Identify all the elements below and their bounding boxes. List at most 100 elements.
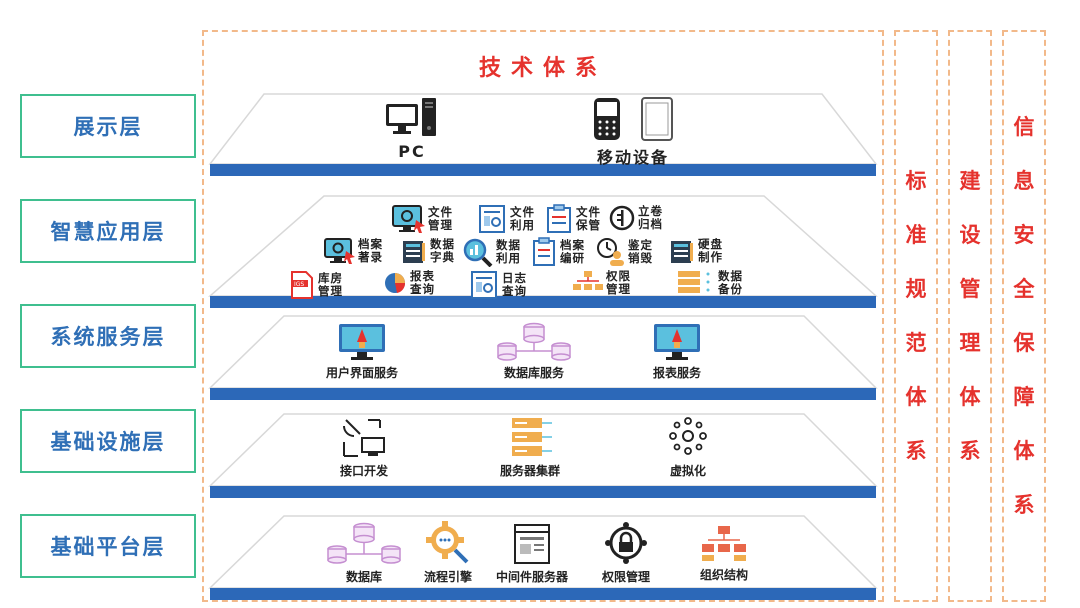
pc-item: PC (384, 96, 440, 161)
org-structure-label: 组织结构 (699, 568, 748, 582)
layer-label-infrastructure: 基础设施层 (20, 409, 196, 473)
report-service-item: 报表服务 (652, 322, 702, 381)
layer-label-smart-app: 智慧应用层 (20, 199, 196, 263)
permission-management-label: 权限管理 (602, 570, 651, 584)
report-service-label: 报表服务 (652, 366, 701, 380)
construction-management-system: 建 设 管 理 体 系 (948, 30, 992, 602)
app-report-query-l2: 查询 (410, 282, 435, 296)
app-data-dictionary: 数据字典 (400, 237, 458, 265)
app-permission-management: 权限管理 (572, 270, 634, 296)
monitor-settings-icon (324, 238, 355, 264)
app-file-usage-l1: 文件 (510, 205, 535, 219)
construction-management-char: 建 (959, 169, 981, 193)
app-file-custody: 文件保管 (544, 204, 604, 234)
app-data-dictionary-l1: 数据 (430, 237, 455, 251)
middleware-server-label: 中间件服务器 (496, 570, 569, 584)
svg-text:IGS: IGS (294, 281, 304, 288)
app-disk-production-l2: 制作 (698, 250, 723, 264)
mobile-device-icon (594, 97, 673, 141)
app-log-query-l2: 查询 (502, 284, 527, 298)
virtualization-label: 虚拟化 (669, 464, 706, 478)
database-network-icon (327, 522, 401, 564)
display-layer: PC 移动设备 (204, 92, 882, 180)
book-icon (671, 241, 693, 263)
app-data-backup-l1: 数据 (718, 269, 743, 283)
interface-dev-item: 接口开发 (340, 416, 388, 479)
monitor-rocket-icon (339, 324, 385, 360)
display-layer-shape (208, 93, 878, 176)
info-security-char: 息 (1013, 169, 1035, 193)
document-chart-icon (471, 271, 497, 299)
app-appraisal-destruction-l2: 销毁 (628, 251, 653, 265)
ui-service-item: 用户界面服务 (326, 322, 398, 381)
workflow-engine-item: 流程引擎 (424, 520, 472, 585)
app-warehouse-management: IGS 库房管理 (288, 270, 346, 300)
construction-management-char: 体 (959, 385, 981, 409)
info-security-char: 安 (1013, 223, 1035, 247)
layer-label-base-platform: 基础平台层 (20, 514, 196, 578)
virtualization-item: 虚拟化 (668, 416, 708, 479)
monitor-rocket-icon (654, 324, 700, 360)
magnifier-chart-icon (463, 238, 493, 267)
info-security-char: 保 (1013, 331, 1035, 355)
app-data-usage-l1: 数据 (496, 238, 521, 252)
app-data-usage-l2: 利用 (496, 251, 521, 265)
construction-management-char: 系 (959, 439, 981, 463)
construction-management-char: 设 (959, 223, 981, 247)
infrastructure-layer: 接口开发 服务器集群 虚拟化 (204, 412, 882, 502)
info-security-char: 系 (1013, 493, 1035, 517)
archive-filing-icon (609, 205, 635, 231)
clipboard-icon (547, 204, 571, 233)
app-data-backup-l2: 备份 (718, 282, 743, 296)
file-icon: IGS (291, 271, 313, 299)
ui-service-label: 用户界面服务 (326, 366, 399, 380)
layer-label-system-service: 系统服务层 (20, 304, 196, 368)
server-cluster-label: 服务器集群 (500, 464, 561, 478)
main-title: 技术体系 (478, 56, 607, 81)
pc-label: PC (398, 142, 426, 161)
standard-spec-char: 系 (905, 439, 927, 463)
desktop-computer-icon (386, 98, 436, 136)
app-file-usage: 文件利用 (478, 204, 538, 234)
database-label: 数据库 (345, 570, 382, 584)
clipboard-icon (533, 237, 555, 266)
app-data-backup: 数据备份 (676, 270, 746, 296)
app-report-query: 报表查询 (382, 270, 438, 296)
app-archive-cataloging: 档案著录 (324, 237, 386, 265)
app-appraisal-destruction-l1: 鉴定 (628, 238, 653, 252)
app-archive-filing-l1: 立卷 (638, 204, 663, 218)
app-warehouse-management-l2: 管理 (318, 284, 343, 298)
app-archive-filing-l2: 归档 (638, 217, 663, 231)
standard-spec-char: 体 (905, 385, 927, 409)
browser-window-icon (514, 524, 550, 564)
app-log-query: 日志查询 (470, 270, 530, 300)
construction-management-char: 管 (959, 277, 981, 301)
app-archive-cataloging-l1: 档案 (358, 237, 383, 251)
app-archive-filing: 立卷归档 (608, 204, 666, 232)
app-archive-cataloging-l2: 著录 (358, 250, 383, 264)
app-disk-production: 硬盘制作 (668, 237, 726, 265)
mobile-device-label: 移动设备 (596, 148, 669, 167)
app-log-query-l1: 日志 (502, 271, 527, 285)
permission-management-item: 权限管理 (602, 520, 650, 585)
system-service-layer: 用户界面服务 数据库服务 报表服务 (204, 314, 882, 404)
standard-spec-char: 规 (905, 277, 927, 301)
gear-search-icon (426, 521, 469, 564)
base-platform-layer: 数据库 流程引擎 中间件服务器 (204, 514, 882, 604)
lock-network-icon (605, 522, 647, 564)
app-archive-compilation-l2: 编研 (560, 251, 585, 265)
info-security-char: 体 (1013, 439, 1035, 463)
app-disk-production-l1: 硬盘 (698, 237, 723, 251)
app-file-management: 文件管理 (392, 204, 456, 234)
org-structure-item: 组织结构 (698, 524, 750, 583)
database-service-item: 数据库服务 (496, 322, 572, 381)
app-appraisal-destruction: 鉴定销毁 (596, 237, 656, 267)
app-file-custody-l1: 文件 (576, 205, 601, 219)
app-file-management-l2: 管理 (428, 218, 453, 232)
org-tree-icon (702, 526, 746, 561)
database-service-label: 数据库服务 (503, 366, 564, 380)
infrastructure-layer-shape (208, 413, 878, 498)
interface-dev-label: 接口开发 (340, 464, 389, 478)
app-data-dictionary-l2: 字典 (430, 250, 455, 264)
info-security-system: 信 息 安 全 保 障 体 系 (1002, 30, 1046, 602)
